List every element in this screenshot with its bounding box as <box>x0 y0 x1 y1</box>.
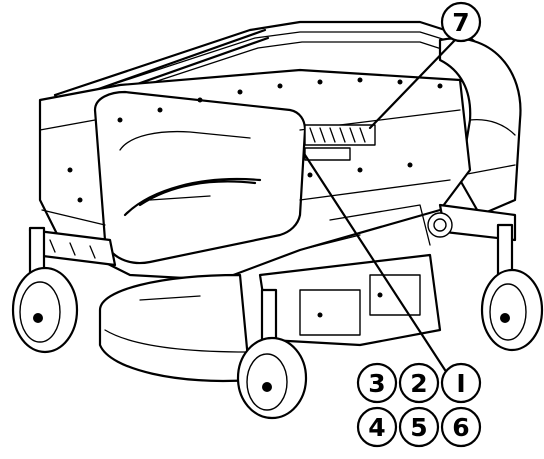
callout-7-label: 7 <box>452 8 469 37</box>
callout-2-label: 2 <box>410 369 427 398</box>
leader-lines <box>303 38 457 372</box>
callout-4: 4 <box>356 406 398 448</box>
callout-4-label: 4 <box>368 413 385 442</box>
callout-6: 6 <box>440 406 482 448</box>
front-deck <box>98 273 252 383</box>
callout-3-label: 3 <box>368 369 385 398</box>
bolts <box>67 77 443 318</box>
callout-7: 7 <box>440 1 482 43</box>
callout-2: 2 <box>398 362 440 404</box>
callout-1: I <box>440 362 482 404</box>
connector-block <box>304 124 376 161</box>
front-center-wheel <box>236 336 308 420</box>
callout-5: 5 <box>398 406 440 448</box>
callout-6-label: 6 <box>452 413 469 442</box>
rear-chute <box>438 37 522 217</box>
callout-1-label: I <box>456 369 465 398</box>
right-frame <box>427 203 517 242</box>
callout-5-label: 5 <box>410 413 427 442</box>
caster-posts <box>28 223 514 342</box>
callout-3: 3 <box>356 362 398 404</box>
front-left-wheel <box>11 266 79 354</box>
logo-swoosh <box>123 177 262 217</box>
rear-right-wheel <box>480 268 544 352</box>
